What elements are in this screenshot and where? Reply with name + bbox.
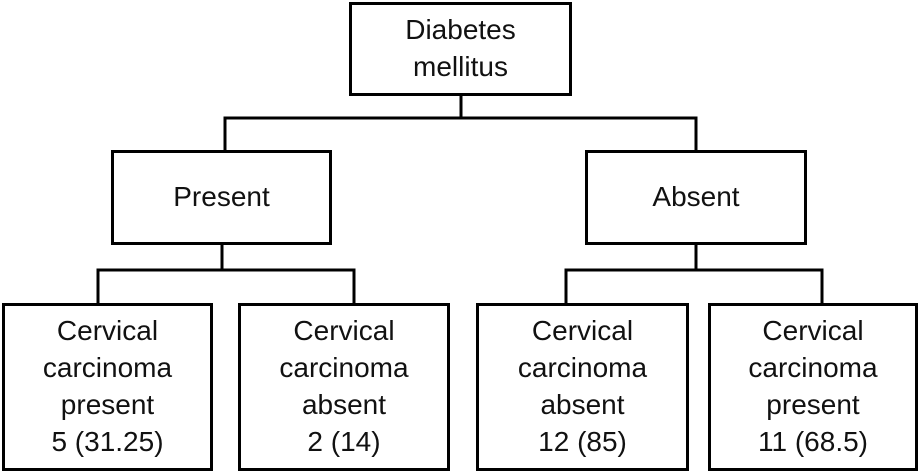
node-label: Cervical carcinoma present xyxy=(748,315,878,420)
node-count: 11 (68.5) xyxy=(758,425,868,457)
node-label: Cervical carcinoma absent xyxy=(279,315,409,420)
connector-absent-bracket xyxy=(564,268,824,304)
node-label: Cervical carcinoma absent xyxy=(517,315,648,420)
node-leaf-carcinoma-present-nondiabetic: Cervical carcinoma present 11 (68.5) xyxy=(708,303,918,471)
node-leaf-carcinoma-absent-nondiabetic: Cervical carcinoma absent 12 (85) xyxy=(476,303,689,471)
node-branch-absent: Absent xyxy=(585,150,807,245)
node-leaf-carcinoma-present-diabetic: Cervical carcinoma present 5 (31.25) xyxy=(2,303,213,471)
node-count: 2 (14) xyxy=(307,425,381,457)
connector-level1-bracket xyxy=(223,116,698,151)
node-label: Cervical carcinoma present xyxy=(42,315,173,420)
node-label: Present xyxy=(173,181,270,213)
node-count: 5 (31.25) xyxy=(51,425,164,457)
node-diabetes-mellitus: Diabetes mellitus xyxy=(349,2,572,96)
node-branch-present: Present xyxy=(111,150,332,245)
connector-present-bracket xyxy=(96,268,356,304)
node-count: 12 (85) xyxy=(538,425,627,457)
node-leaf-carcinoma-absent-diabetic: Cervical carcinoma absent 2 (14) xyxy=(238,303,450,471)
node-label: Diabetes mellitus xyxy=(405,14,516,82)
node-label: Absent xyxy=(652,181,740,213)
